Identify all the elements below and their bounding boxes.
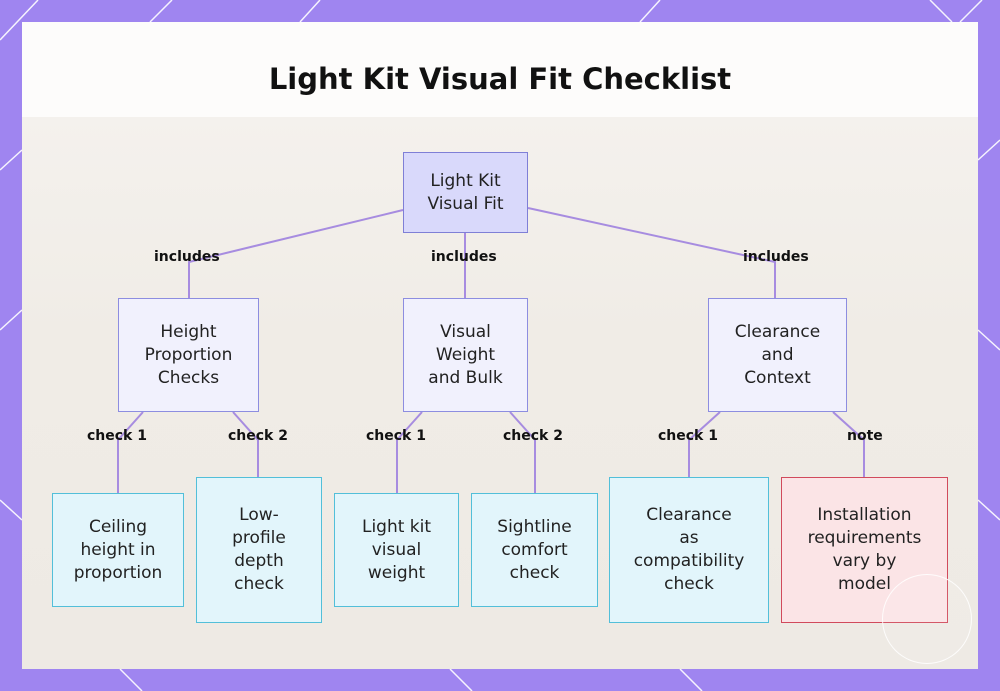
node-sightline-comfort: Sightline comfort check (471, 493, 598, 607)
node-clearance-context: Clearance and Context (708, 298, 847, 412)
node-low-profile-depth: Low- profile depth check (196, 477, 322, 623)
node-light-kit-weight: Light kit visual weight (334, 493, 459, 607)
edge-label-includes-1: includes (154, 249, 220, 265)
edge-height-to-lowprofile (232, 411, 259, 477)
edge-label-check-1b: check 1 (366, 428, 426, 444)
edge-label-check-2a: check 2 (228, 428, 288, 444)
edge-height-to-ceiling (117, 411, 144, 493)
diagram-title: Light Kit Visual Fit Checklist (268, 62, 732, 96)
node-installation-note: Installation requirements vary by model (781, 477, 948, 623)
edge-label-includes-2: includes (431, 249, 497, 265)
node-visual-weight: Visual Weight and Bulk (403, 298, 528, 412)
edge-label-check-1c: check 1 (658, 428, 718, 444)
edge-clearance-to-install (832, 411, 865, 477)
edge-label-includes-3: includes (743, 249, 809, 265)
node-clearance-compatibility: Clearance as compatibility check (609, 477, 769, 623)
edge-label-check-2b: check 2 (503, 428, 563, 444)
edge-root-to-clearance (527, 207, 776, 298)
edge-visual-to-weight (396, 411, 423, 493)
edge-visual-to-sightline (509, 411, 536, 493)
edge-label-note: note (847, 428, 883, 444)
edge-root-to-height (188, 209, 404, 298)
edge-label-check-1a: check 1 (87, 428, 147, 444)
node-ceiling-height: Ceiling height in proportion (52, 493, 184, 607)
edge-clearance-to-compat (688, 411, 721, 477)
node-height-proportion: Height Proportion Checks (118, 298, 259, 412)
node-root: Light Kit Visual Fit (403, 152, 528, 233)
watermark-badge (882, 574, 972, 664)
